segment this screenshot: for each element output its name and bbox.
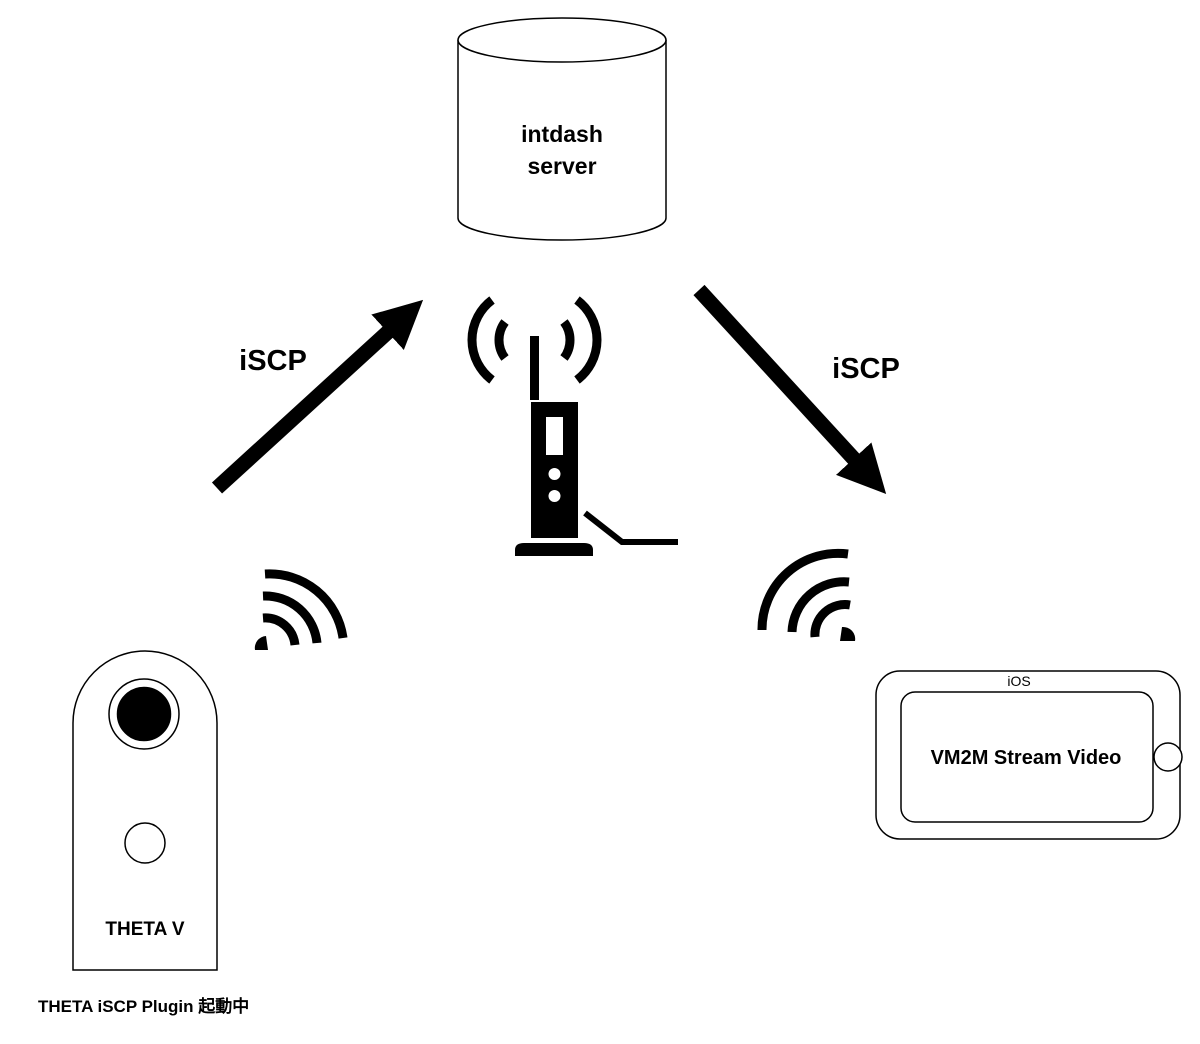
server-label-line2: server [527,153,596,179]
app-name-label: VM2M Stream Video [931,747,1122,769]
upload-protocol-label: iSCP [239,345,307,377]
intdash-server: intdash server [457,17,667,241]
phone-screen [900,691,1154,823]
camera-wifi-signal-icon [254,569,348,650]
shutter-button-icon [124,822,166,864]
server-label-line1: intdash [521,121,603,147]
download-arrow [693,284,887,495]
camera-lens-icon [115,685,173,743]
phone-wifi-signal-icon [757,548,856,641]
ios-device: iOS VM2M Stream Video [875,670,1183,840]
theta-v-camera: THETA V [72,650,218,971]
upload-arrow [211,299,424,494]
camera-caption: THETA iSCP Plugin 起動中 [38,997,250,1016]
home-button-icon [1153,742,1183,772]
wifi-router-icon [467,296,678,556]
download-protocol-label: iSCP [832,353,900,385]
camera-model-label: THETA V [105,919,184,940]
os-label: iOS [1007,673,1030,689]
